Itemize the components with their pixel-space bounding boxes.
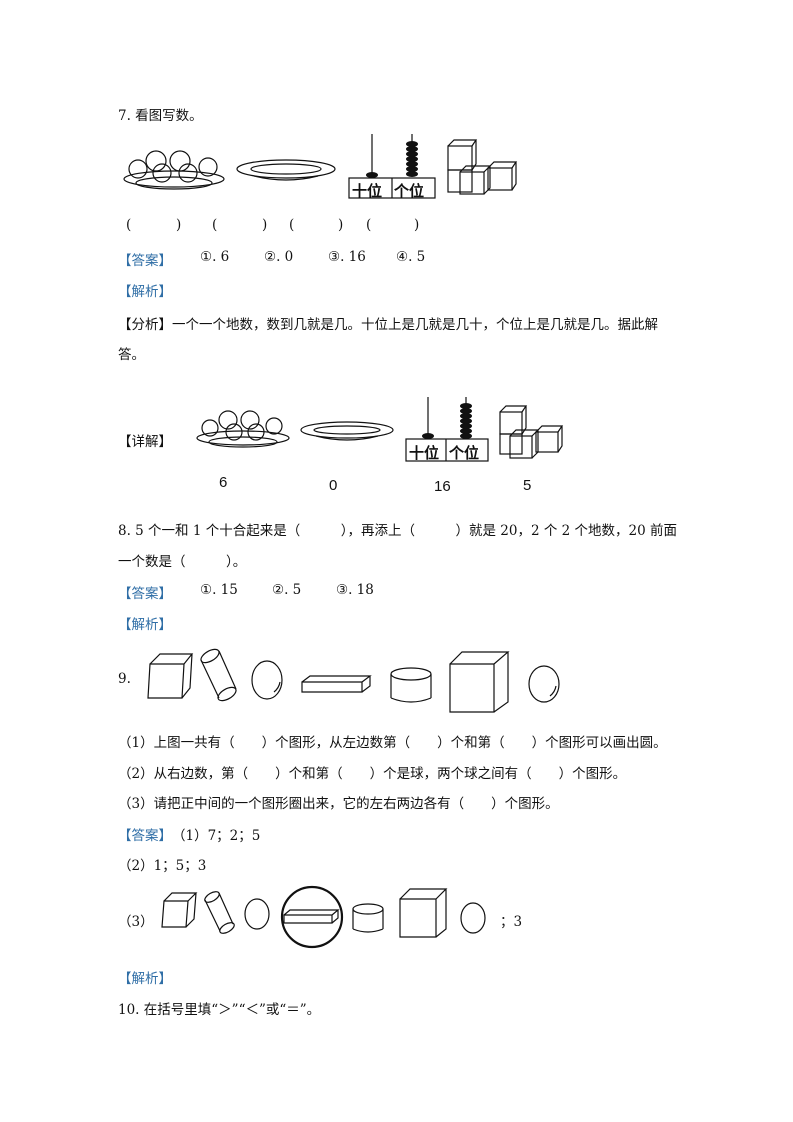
q7-blank-4-open: ( xyxy=(366,217,372,233)
q8-answer-2: ②. 5 xyxy=(272,582,302,598)
cubes-icon xyxy=(499,405,564,459)
q7-answer-3: ③. 16 xyxy=(328,249,366,265)
q7-blank-2-close: ) xyxy=(262,217,268,233)
peach-plate-icon xyxy=(123,150,225,190)
q7-blank-3-open: ( xyxy=(289,217,295,233)
shapes-row-circled-icon xyxy=(161,885,486,949)
empty-plate-icon xyxy=(300,421,394,441)
q9-analysis-label: 【解析】 xyxy=(118,971,172,987)
abacus-icon xyxy=(405,397,489,462)
q9-number: 9. xyxy=(118,671,131,687)
peach-plate-icon xyxy=(196,410,290,448)
q8-analysis-label: 【解析】 xyxy=(118,617,172,633)
q7-answer-1: ①. 6 xyxy=(200,249,230,265)
q9-sub3: （3）请把正中间的一个图形圈出来，它的左右两边各有（ ）个图形。 xyxy=(118,796,559,812)
q9-answer-3-suffix: ；3 xyxy=(500,914,523,930)
q9-sub1: （1）上图一共有（ ）个图形，从左边数第（ ）个和第（ ）个图形可以画出圆。 xyxy=(118,735,667,751)
q7-detail-label: 【详解】 xyxy=(118,434,172,450)
abacus-ones-label: 个位 xyxy=(394,183,425,200)
q7-detail-value-4: 5 xyxy=(523,477,532,494)
q7-analysis-line2: 答。 xyxy=(118,347,145,363)
q7-blank-4-close: ) xyxy=(414,217,420,233)
abacus-tens-label: 十位 xyxy=(352,183,383,200)
q9-answer-2: （2）1；5；3 xyxy=(118,858,207,874)
q7-analysis-line1: 【分析】一个一个地数，数到几就是几。十位上是几就是几十，个位上是几就是几。据此解 xyxy=(118,317,658,333)
shapes-row-icon xyxy=(147,648,560,713)
q7-blank-1-close: ) xyxy=(176,217,182,233)
q8-line1: 8. 5 个一和 1 个十合起来是（ ），再添上（ ）就是 20，2 个 2 个… xyxy=(118,523,677,539)
q7-detail-value-2: 0 xyxy=(329,477,338,494)
abacus-ones-label: 个位 xyxy=(449,445,480,462)
q9-answer-label: 【答案】 xyxy=(118,828,172,844)
abacus-icon xyxy=(348,134,436,199)
q7-detail-value-3: 16 xyxy=(434,478,451,495)
q9-answer-1: （1）7；2；5 xyxy=(172,828,261,844)
empty-plate-icon xyxy=(236,159,336,181)
cubes-icon xyxy=(447,139,518,195)
q7-detail-value-1: 6 xyxy=(219,474,228,491)
abacus-tens-label: 十位 xyxy=(409,445,440,462)
q8-answer-label: 【答案】 xyxy=(118,586,172,602)
q7-blank-1-open: ( xyxy=(126,217,132,233)
q9-sub2: （2）从右边数，第（ ）个和第（ ）个是球，两个球之间有（ ）个图形。 xyxy=(118,766,627,782)
q10-title: 10. 在括号里填“＞”“＜”或“＝”。 xyxy=(118,1002,321,1018)
q8-answer-1: ①. 15 xyxy=(200,582,238,598)
q7-answer-label: 【答案】 xyxy=(118,253,172,269)
q7-title: 7. 看图写数。 xyxy=(118,108,203,124)
q8-line2: 一个数是（ ）。 xyxy=(118,554,247,570)
q8-answer-3: ③. 18 xyxy=(336,582,374,598)
q9-answer-3-prefix: （3） xyxy=(118,914,154,930)
q7-blank-3-close: ) xyxy=(338,217,344,233)
q7-answer-4: ④. 5 xyxy=(396,249,426,265)
q7-blank-2-open: ( xyxy=(212,217,218,233)
q7-analysis-label: 【解析】 xyxy=(118,284,172,300)
q7-answer-2: ②. 0 xyxy=(264,249,294,265)
